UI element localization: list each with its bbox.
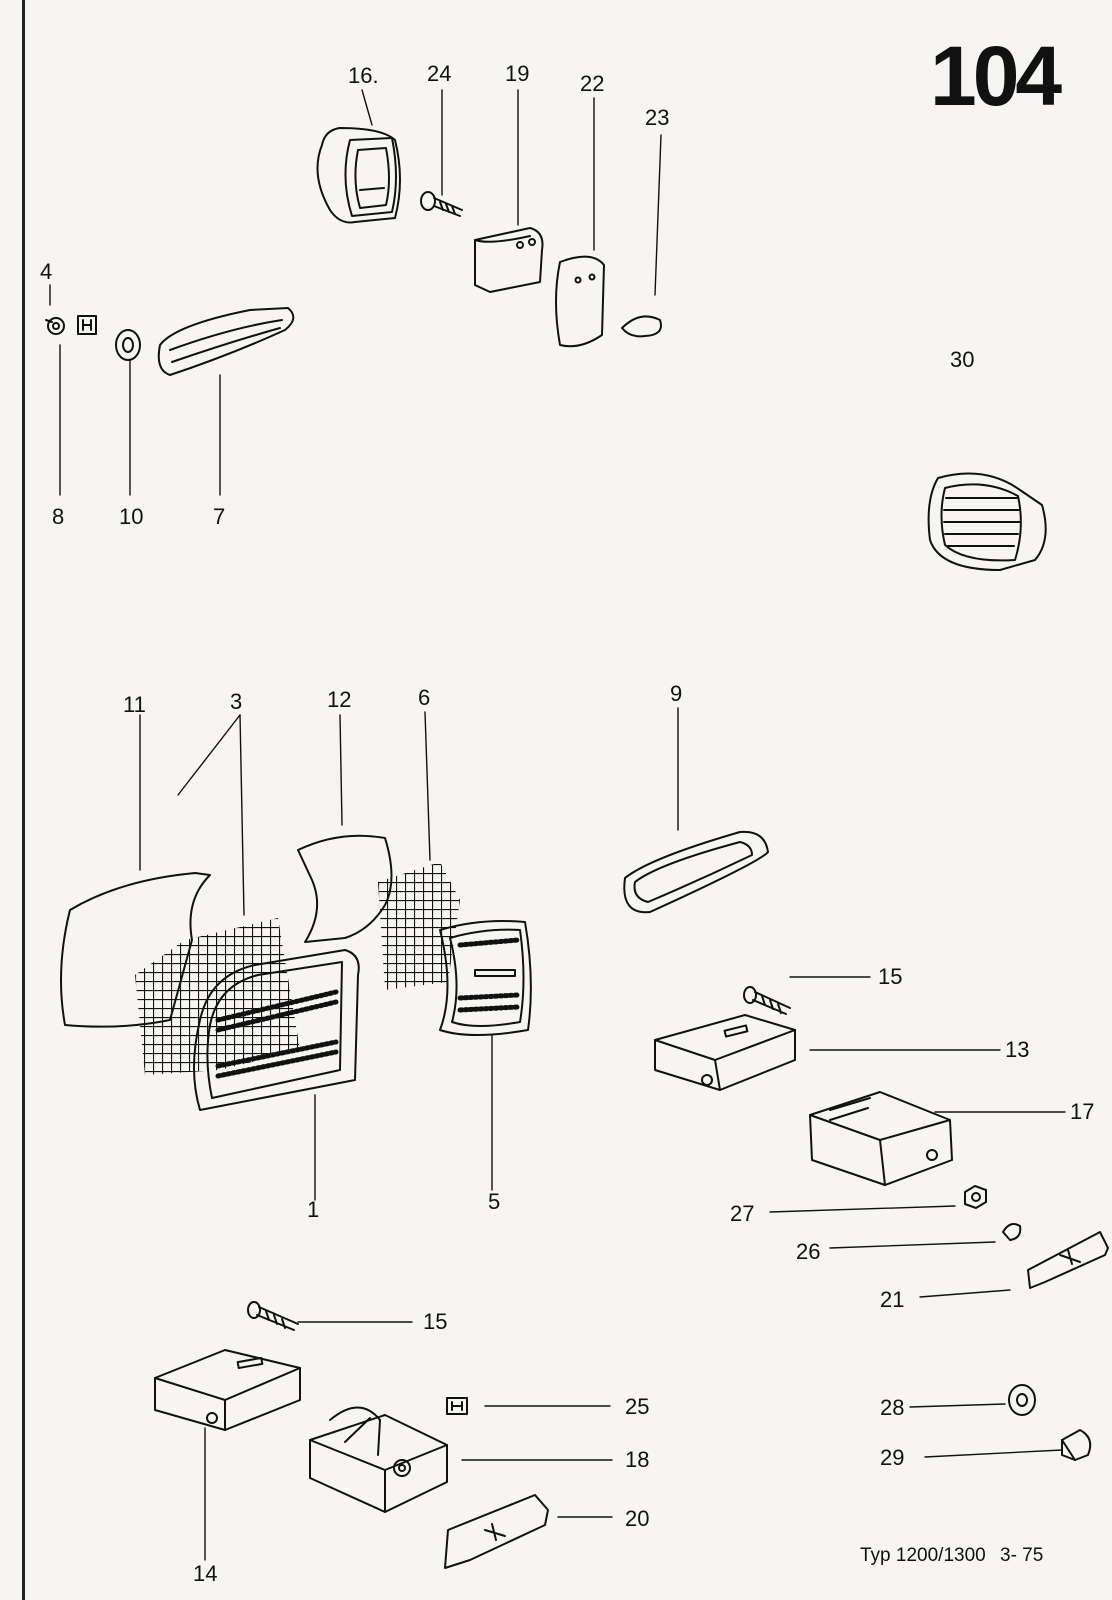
footer-model-type: Typ 1200/1300 bbox=[860, 1545, 986, 1566]
part-8-clip bbox=[77, 315, 97, 335]
callout-23: 23 bbox=[645, 105, 670, 130]
callout-20: 20 bbox=[625, 1506, 650, 1531]
part-27-nut bbox=[964, 1185, 987, 1209]
callout-6: 6 bbox=[418, 685, 431, 710]
callout-24: 24 bbox=[427, 61, 452, 86]
leader-lines bbox=[49, 89, 1066, 1561]
part-10-washer bbox=[115, 329, 141, 361]
part-25-clip bbox=[446, 1397, 468, 1415]
part-7-vent-trim bbox=[157, 307, 295, 376]
part-22-plate bbox=[555, 255, 605, 348]
callout-26: 26 bbox=[796, 1239, 821, 1264]
callout-29: 29 bbox=[880, 1445, 905, 1470]
callout-15-lower: 15 bbox=[423, 1309, 448, 1334]
part-17-box bbox=[809, 1091, 953, 1186]
part-1-grille bbox=[193, 949, 360, 1111]
callout-3: 3 bbox=[230, 689, 243, 714]
callout-17: 17 bbox=[1070, 1099, 1095, 1124]
callout-4: 4 bbox=[40, 259, 53, 284]
footer-date: 3- 75 bbox=[1000, 1545, 1044, 1566]
part-29-bolt bbox=[1061, 1429, 1092, 1461]
callout-7: 7 bbox=[213, 504, 226, 529]
part-12-gasket bbox=[297, 834, 393, 943]
part-20-handle bbox=[444, 1494, 549, 1569]
callout-1: 1 bbox=[307, 1197, 320, 1222]
callout-12: 12 bbox=[327, 687, 352, 712]
part-19-knob bbox=[474, 227, 544, 293]
page-number: 104 bbox=[930, 29, 1062, 123]
callout-19: 19 bbox=[505, 61, 530, 86]
part-15-screw-lower bbox=[247, 1301, 299, 1331]
part-15-screw-upper bbox=[743, 986, 791, 1015]
callout-28: 28 bbox=[880, 1395, 905, 1420]
part-6-mesh bbox=[378, 862, 460, 990]
part-3-mesh bbox=[135, 918, 300, 1075]
part-21-handle bbox=[1027, 1231, 1109, 1289]
callout-30: 30 bbox=[950, 347, 975, 372]
callout-5: 5 bbox=[488, 1189, 501, 1214]
part-24-screw bbox=[420, 191, 463, 217]
callout-13: 13 bbox=[1005, 1037, 1030, 1062]
callout-21: 21 bbox=[880, 1287, 905, 1312]
callout-16: 16. bbox=[348, 63, 379, 88]
callout-15-upper: 15 bbox=[878, 964, 903, 989]
callout-18: 18 bbox=[625, 1447, 650, 1472]
callout-22: 22 bbox=[580, 71, 605, 96]
part-14-bracket bbox=[154, 1349, 301, 1431]
part-13-housing bbox=[654, 1014, 796, 1091]
callout-14: 14 bbox=[193, 1561, 218, 1586]
callout-25: 25 bbox=[625, 1394, 650, 1419]
part-30-vent-grille bbox=[927, 472, 1047, 571]
part-4-nut bbox=[45, 317, 65, 335]
part-5-grille bbox=[439, 920, 532, 1036]
callout-27: 27 bbox=[730, 1201, 755, 1226]
part-23-clip bbox=[621, 315, 662, 338]
part-26-lock-washer bbox=[1002, 1223, 1022, 1241]
callout-8: 8 bbox=[52, 504, 65, 529]
callout-10: 10 bbox=[119, 504, 144, 529]
part-28-washer bbox=[1008, 1384, 1036, 1416]
callout-9: 9 bbox=[670, 681, 683, 706]
part-9-trim-frame bbox=[623, 830, 769, 914]
binding-edge bbox=[22, 0, 25, 1600]
part-18-box bbox=[309, 1406, 448, 1513]
callout-11: 11 bbox=[123, 692, 146, 717]
part-16-housing bbox=[316, 127, 401, 224]
